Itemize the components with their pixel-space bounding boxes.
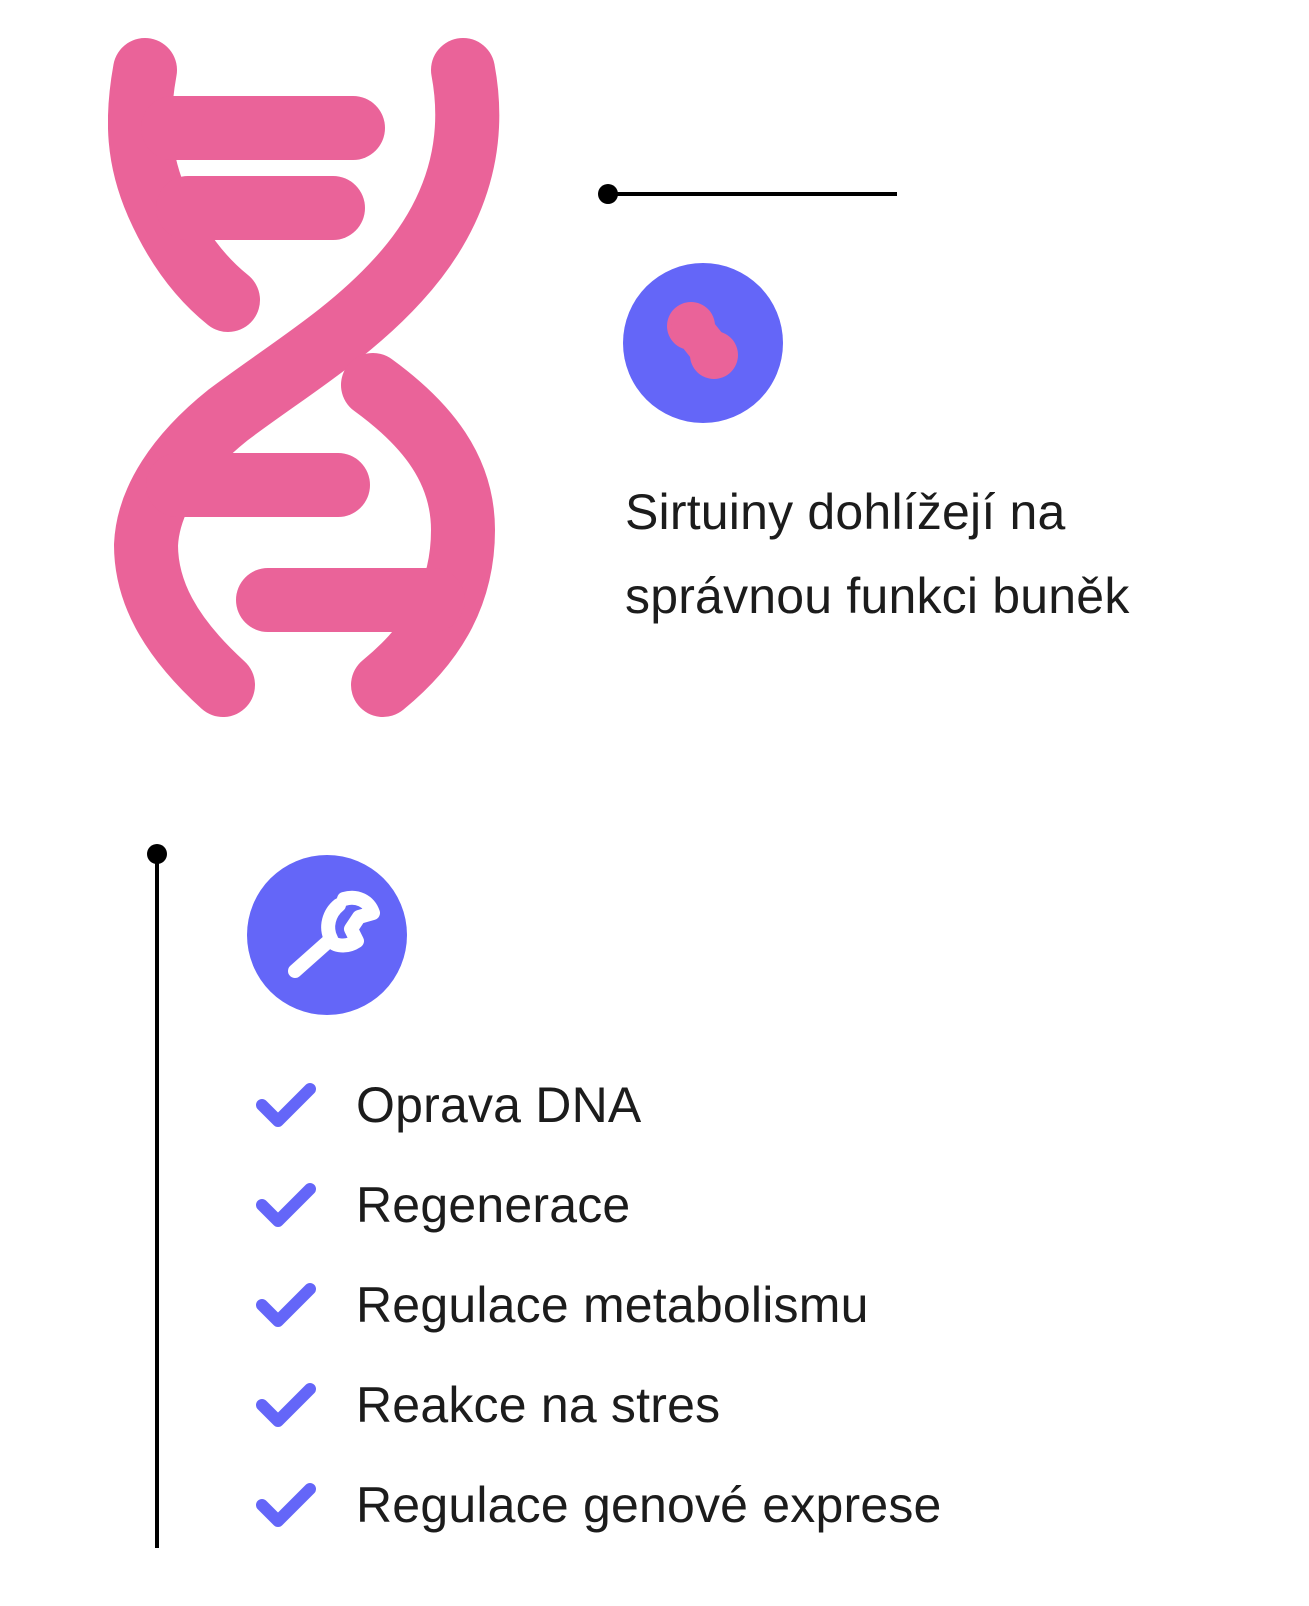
list-item: Regulace genové exprese: [256, 1455, 942, 1555]
list-item: Oprava DNA: [256, 1055, 942, 1155]
connector-line-horizontal: [598, 184, 897, 204]
checkmark-icon: [256, 1181, 316, 1229]
list-item: Regulace metabolismu: [256, 1255, 942, 1355]
list-item: Regenerace: [256, 1155, 942, 1255]
list-item: Reakce na stres: [256, 1355, 942, 1455]
caption-line-2: správnou funkci buněk: [625, 568, 1130, 624]
sirtuin-caption: Sirtuiny dohlížejí na správnou funkci bu…: [625, 470, 1285, 638]
checkmark-icon: [256, 1081, 316, 1129]
checkmark-icon: [256, 1381, 316, 1429]
list-item-label: Regulace metabolismu: [356, 1277, 869, 1333]
list-item-label: Regenerace: [356, 1177, 631, 1233]
cell-division-icon: [667, 302, 738, 379]
checkmark-icon: [256, 1481, 316, 1529]
list-item-label: Regulace genové exprese: [356, 1477, 942, 1533]
list-item-label: Reakce na stres: [356, 1377, 721, 1433]
repair-badge: [247, 855, 407, 1015]
wrench-icon: [288, 890, 380, 978]
list-item-label: Oprava DNA: [356, 1077, 642, 1133]
dna-helix-icon: [108, 38, 500, 717]
connector-line-vertical: [147, 844, 167, 1548]
cell-badge: [623, 263, 783, 423]
checkmark-icon: [256, 1281, 316, 1329]
benefits-list: Oprava DNA Regenerace Regulace metabolis…: [256, 1055, 942, 1555]
caption-line-1: Sirtuiny dohlížejí na: [625, 484, 1066, 540]
